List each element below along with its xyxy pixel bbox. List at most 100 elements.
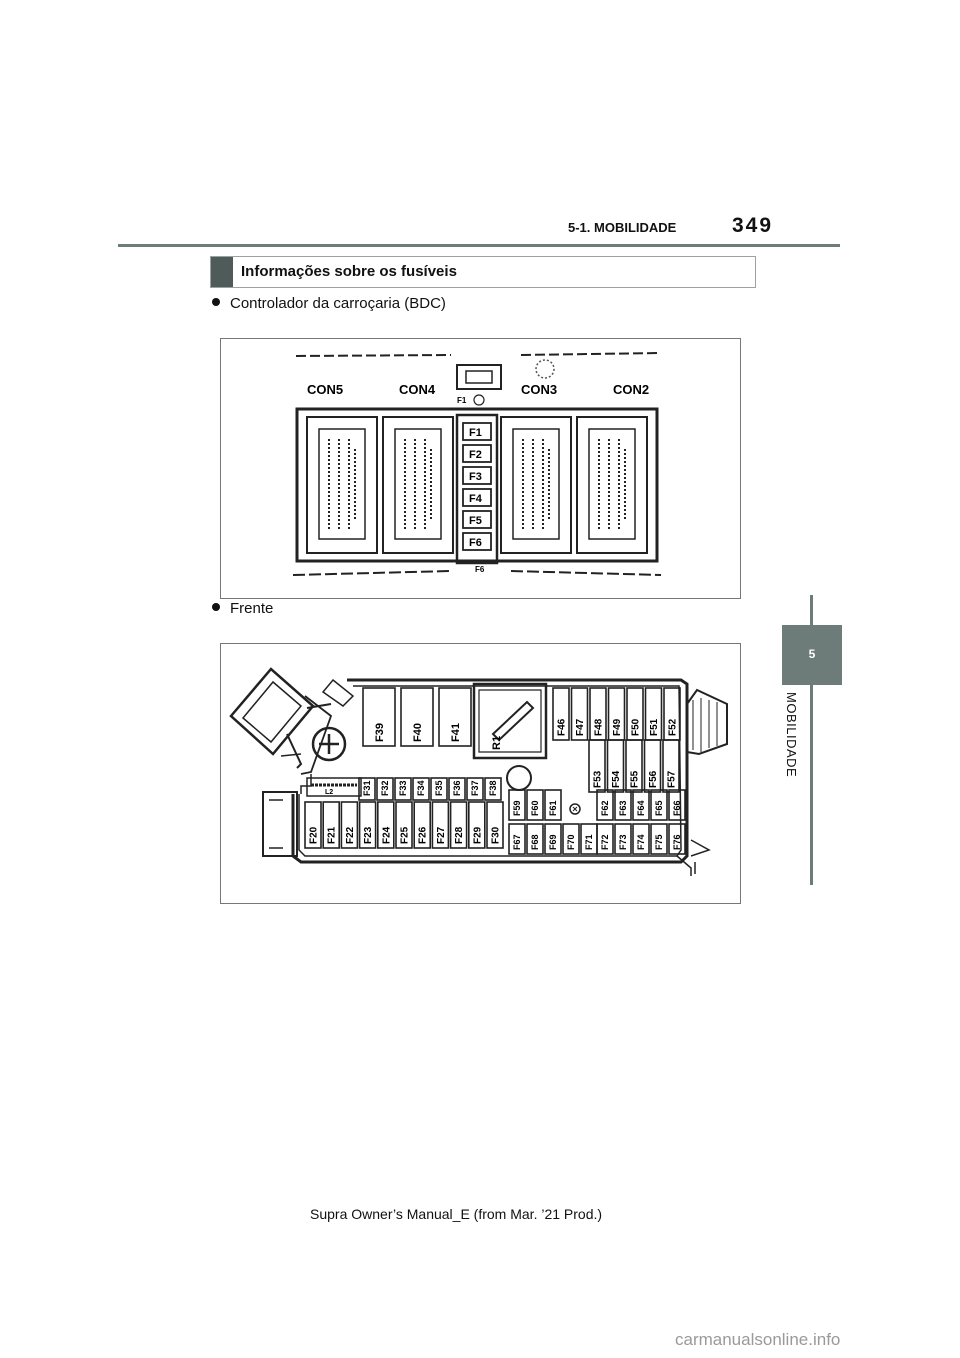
connector-label: CON4	[399, 382, 436, 397]
fuse-label: F56	[648, 770, 659, 788]
bdc-fuse-label: F6	[469, 537, 482, 549]
fuse-label: F72	[600, 834, 610, 850]
fuse-label: F20	[309, 826, 320, 844]
fuse-label: F66	[672, 800, 682, 816]
fuse-label: F48	[594, 718, 605, 736]
fuse-slot	[596, 823, 614, 855]
fuse-label: F27	[436, 826, 447, 844]
fuse-label: F65	[654, 800, 664, 816]
section-title: Informações sobre os fusíveis	[241, 263, 457, 280]
fuse-label: F62	[600, 800, 610, 816]
bdc-fuse-diagram: CON5 CON4 CON3 CON2 F1	[220, 338, 741, 599]
bdc-fuse-label: F5	[469, 515, 482, 527]
fuse-label: F73	[618, 834, 628, 850]
manual-footer: Supra Owner’s Manual_E (from Mar. ’21 Pr…	[310, 1206, 603, 1222]
watermark: carmanualsonline.info	[675, 1330, 841, 1349]
fuse-slot	[394, 777, 412, 801]
connector-label: CON3	[521, 382, 557, 397]
fuse-slot	[304, 801, 322, 849]
fuse-label: F76	[672, 834, 682, 850]
bdc-fuse-label: F2	[469, 449, 482, 461]
fuse-slot	[668, 789, 686, 821]
fuse-slot	[544, 789, 562, 821]
fuse-label: F55	[630, 770, 641, 788]
fuse-slot	[562, 823, 580, 855]
fuse-label: F34	[416, 780, 426, 796]
relay-label: R1	[491, 736, 503, 750]
fuse-label: F23	[363, 826, 374, 844]
fuse-label: F71	[584, 834, 594, 850]
fuse-slot	[570, 687, 589, 741]
fuse-label: F29	[472, 826, 483, 844]
chapter-tab-line	[810, 595, 813, 885]
fuse-slot	[632, 789, 650, 821]
fuse-label: F33	[398, 780, 408, 796]
fuse-label: F24	[381, 826, 392, 844]
fuse-label: F70	[566, 834, 576, 850]
fuse-slot	[438, 687, 472, 747]
fuse-slot	[614, 789, 632, 821]
header-rule	[118, 244, 840, 247]
fuse-slot	[468, 801, 486, 849]
fuse-slot	[358, 801, 377, 849]
bdc-fuse-label: F3	[469, 471, 482, 483]
fuse-group-top-label: F1	[457, 396, 467, 405]
connector-label: CON5	[307, 382, 343, 397]
fuse-label: F61	[548, 800, 558, 816]
fuse-label: F26	[418, 826, 429, 844]
fuse-slot	[544, 823, 562, 855]
page-number: 349	[732, 214, 774, 237]
section-header: 5-1. MOBILIDADE	[568, 220, 677, 235]
fuse-slot	[322, 801, 340, 849]
fuse-label: F30	[491, 826, 502, 844]
fuse-slot	[526, 789, 544, 821]
fuse-label: F63	[618, 800, 628, 816]
fuse-label: F64	[636, 800, 646, 816]
fuse-slot	[431, 801, 450, 849]
fuse-label: F57	[667, 770, 678, 788]
chapter-tab-number: 5	[808, 647, 816, 661]
fuse-slot	[395, 801, 413, 849]
section-title-box: Informações sobre os fusíveis	[210, 256, 756, 288]
fuse-slot	[614, 823, 632, 855]
fuse-label: F52	[668, 718, 679, 736]
fuse-label: F53	[593, 770, 604, 788]
bullet-label: Frente	[230, 600, 274, 617]
fuse-label: F69	[548, 834, 558, 850]
bullet-dot	[212, 298, 220, 306]
fuse-label: F31	[362, 780, 372, 796]
fuse-label: F51	[649, 718, 660, 736]
fuse-label: F68	[530, 834, 540, 850]
title-marker	[211, 257, 233, 287]
bullet-dot	[212, 603, 220, 611]
fuse-label: F67	[512, 834, 522, 850]
fuse-label: F37	[470, 780, 480, 796]
fuse-label: F38	[488, 780, 498, 796]
fuse-label: F46	[557, 718, 568, 736]
connector-label: CON2	[613, 382, 649, 397]
fuse-slot	[358, 777, 376, 801]
fuse-slot	[662, 739, 680, 793]
fuse-slot	[625, 739, 643, 793]
fuse-label: F35	[434, 780, 444, 796]
l2-label: L2	[325, 789, 333, 796]
chapter-tab[interactable]: 5	[782, 625, 842, 685]
fuse-slot	[376, 777, 394, 801]
fuse-slot	[650, 823, 668, 855]
fuse-slot	[449, 801, 468, 849]
fuse-label: F28	[454, 826, 465, 844]
fuse-label: F22	[345, 826, 356, 844]
fuse-slot	[526, 823, 544, 855]
fuse-slot	[668, 823, 686, 855]
fuse-slot	[466, 777, 484, 801]
fuse-group-bottom-label: F6	[475, 565, 485, 574]
fuse-label: F74	[636, 834, 646, 850]
fuse-slot	[412, 777, 430, 801]
fuse-slot	[413, 801, 431, 849]
fuse-slot	[377, 801, 395, 849]
fuse-slot	[448, 777, 466, 801]
fuse-slot	[486, 801, 504, 849]
